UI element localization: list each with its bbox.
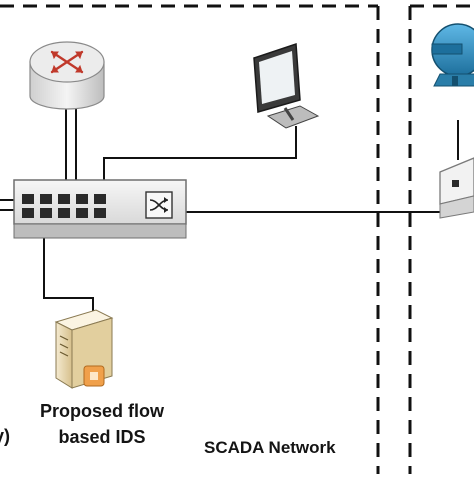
scada-network-boundary	[0, 4, 380, 474]
ids-label: Proposed flow based IDS	[22, 398, 182, 450]
ids-label-line1: Proposed flow	[39, 401, 164, 421]
monitor-icon	[253, 42, 320, 129]
router-icon	[29, 41, 105, 110]
field-network-boundary	[408, 4, 474, 474]
network-switch-icon	[13, 179, 187, 239]
scada-network-label: SCADA Network	[204, 438, 336, 457]
server-icon	[54, 309, 114, 389]
pump-icon	[431, 23, 474, 87]
ids-label-line2: based IDS	[58, 427, 146, 447]
left-network-label-fragment: y)	[0, 426, 11, 446]
plc-device-icon	[439, 120, 474, 219]
